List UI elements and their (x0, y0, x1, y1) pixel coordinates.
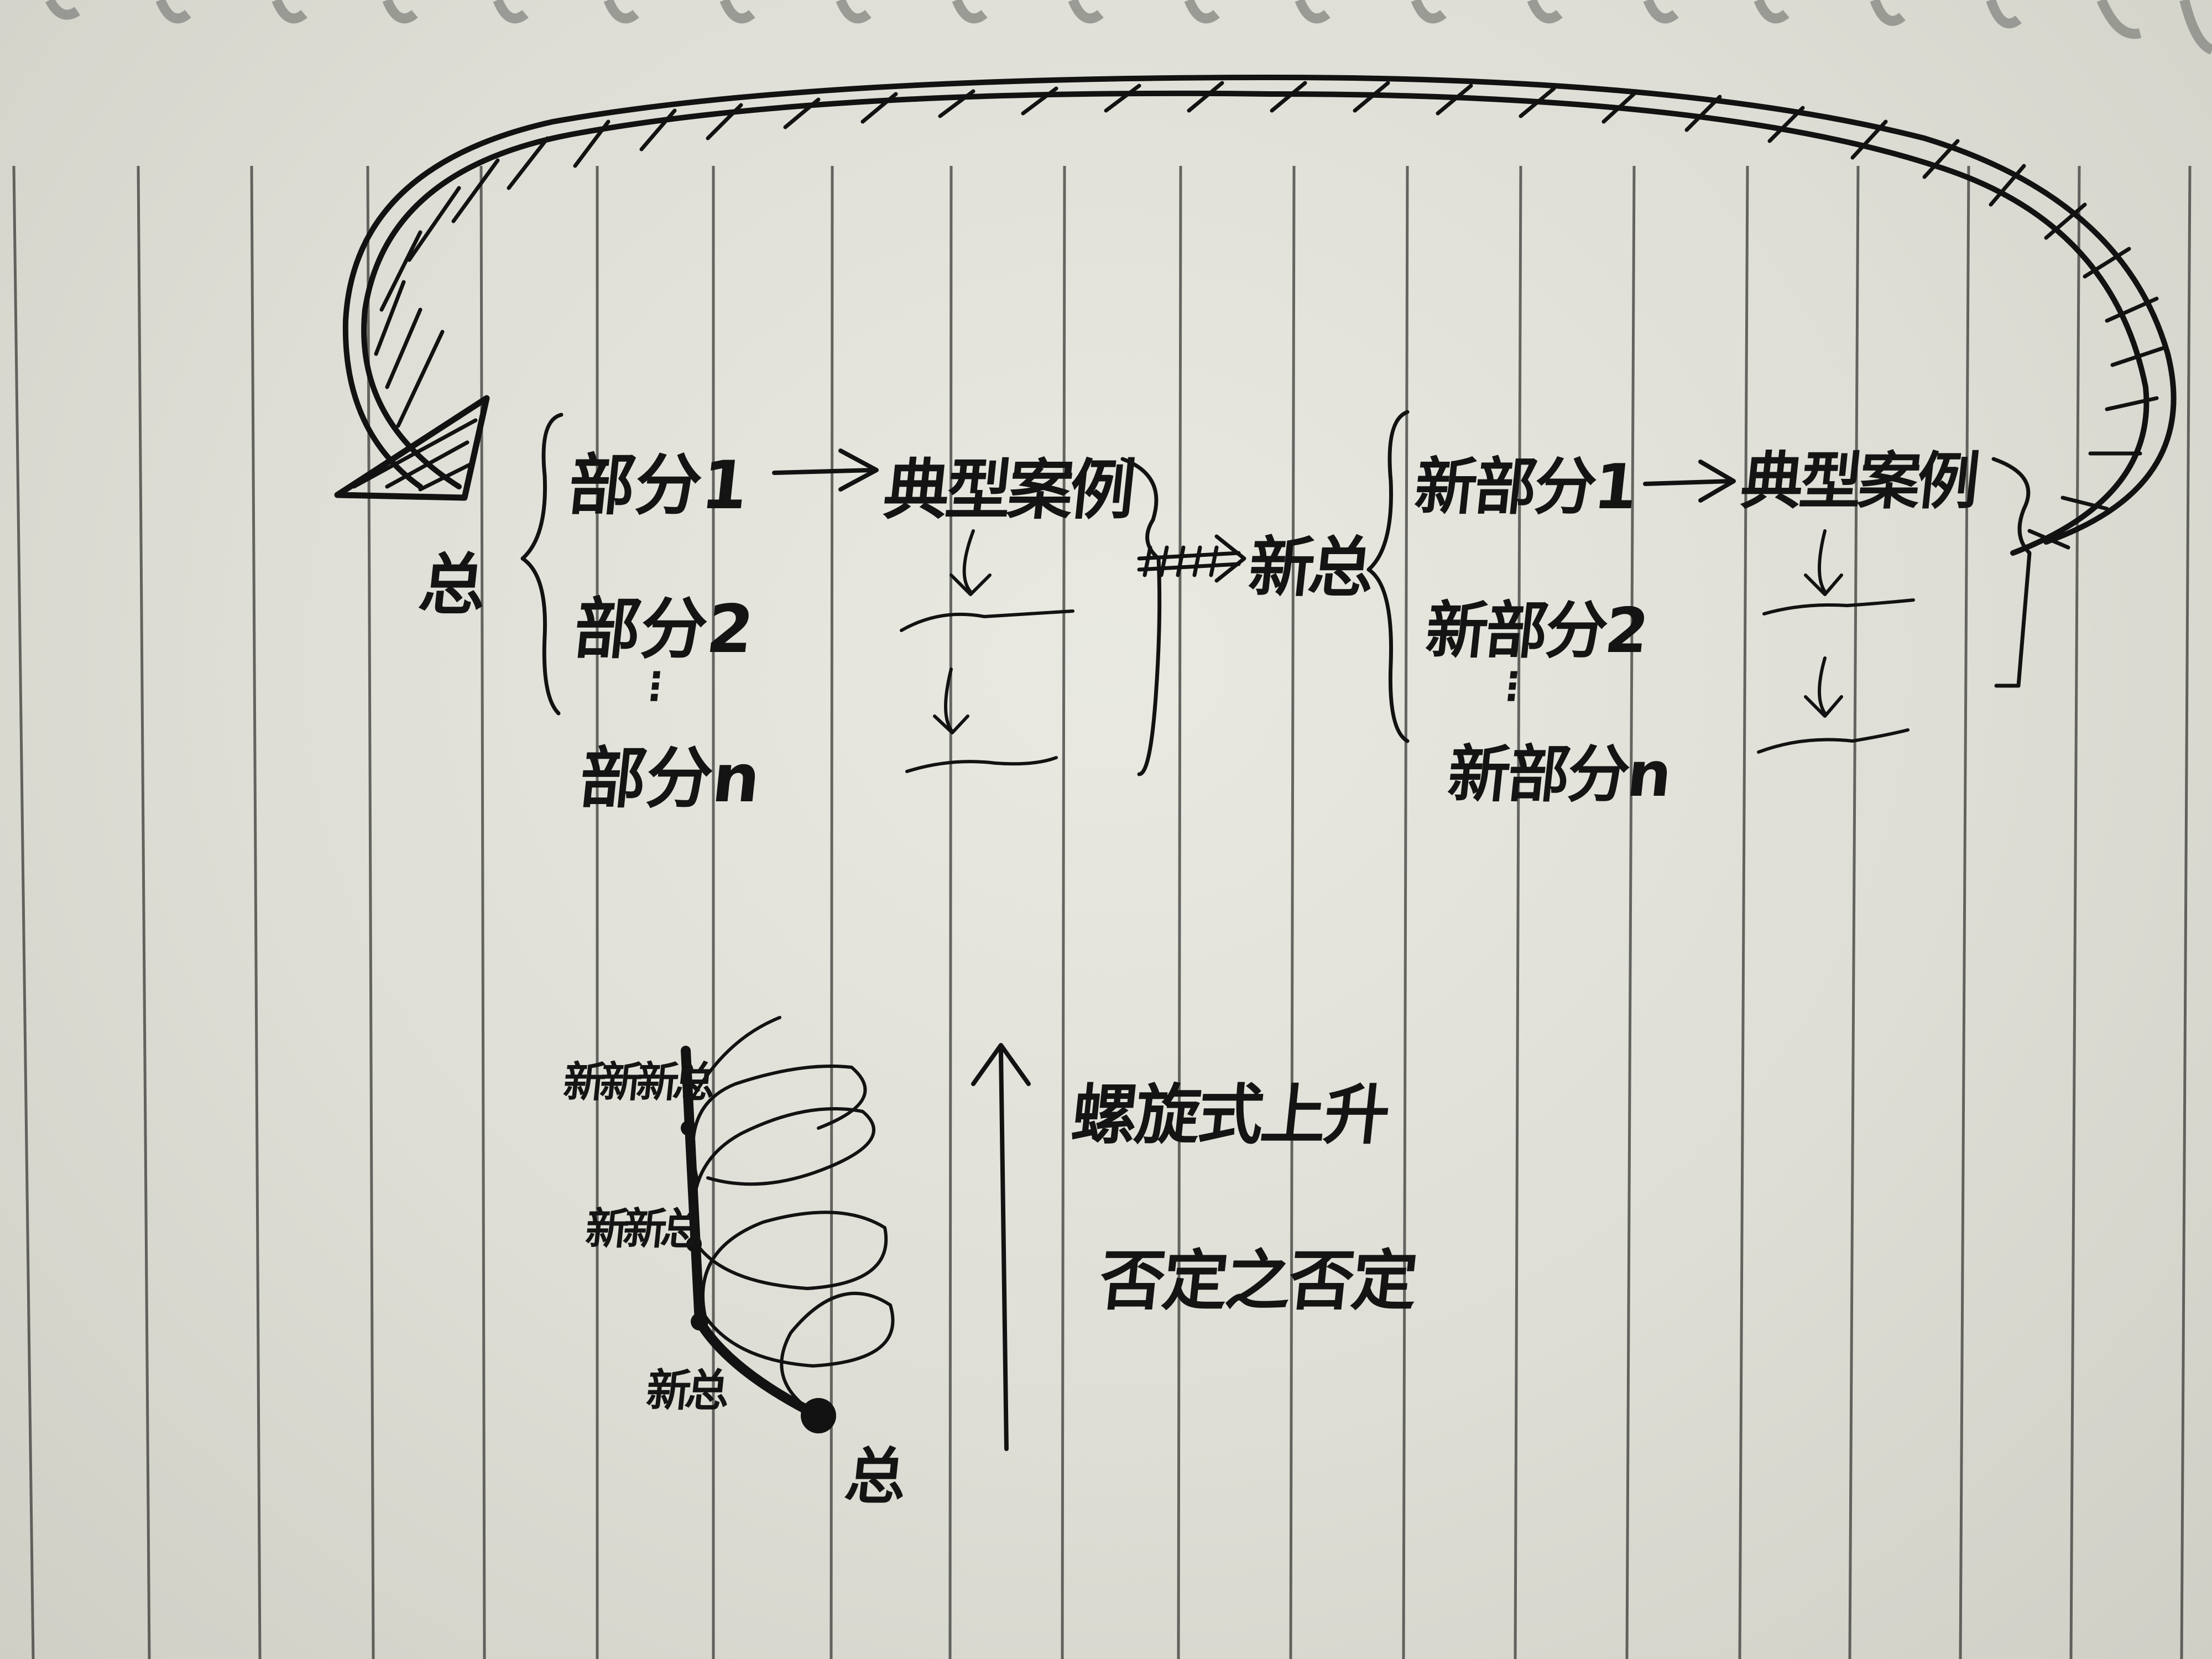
arrow-new-part1-to-case (1643, 460, 1736, 503)
new-part-n: 新部分n (1444, 739, 1673, 811)
spiral-label-total: 总 (842, 1441, 910, 1512)
new-part-1: 新部分1 (1411, 451, 1639, 523)
arrow-left-part1-to-case (772, 448, 879, 492)
left-part-1: 部分1 (565, 447, 752, 524)
new-case-label: 典型案例 (1738, 446, 1980, 518)
feedback-loop-arrow (334, 75, 2177, 556)
spiral-label-newnewnew-total: 新新新总 (561, 1057, 712, 1107)
spiral-figure (681, 1016, 895, 1433)
left-case-label: 典型案例 (880, 452, 1136, 528)
left-part-ellipsis: ⋮ (633, 664, 677, 709)
left-brace (520, 413, 564, 716)
spiral-label-new-total: 新总 (644, 1365, 727, 1416)
new-case-detail (1757, 529, 1915, 754)
new-brace (1366, 410, 1410, 743)
up-arrow (971, 1043, 1031, 1451)
new-part-ellipsis: ⋮ (1490, 664, 1535, 709)
left-part-n: 部分n (576, 740, 764, 817)
spiral-label-newnew-total: 新新总 (583, 1204, 702, 1254)
new-total-label: 新总 (1245, 529, 1373, 606)
left-case-bracket (1120, 457, 1162, 776)
arrow-case-to-new-total (1137, 534, 1246, 583)
new-case-bracket (1991, 457, 2032, 688)
left-part-2: 部分2 (570, 591, 758, 668)
new-part-2: 新部分2 (1422, 595, 1650, 667)
left-case-detail (900, 529, 1074, 773)
spiral-title: 螺旋式上升 (1068, 1077, 1392, 1153)
spiral-subtitle: 否定之否定 (1095, 1243, 1420, 1319)
left-total-label: 总 (415, 547, 491, 624)
